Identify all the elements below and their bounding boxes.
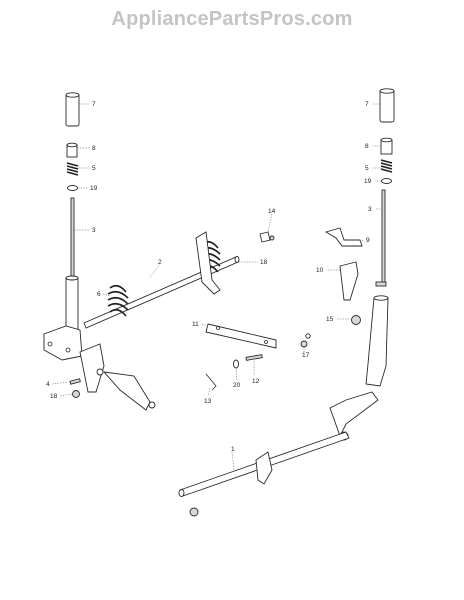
clip-13[interactable] [205, 373, 217, 391]
shaft-spring-6[interactable] [107, 284, 129, 317]
callout-8-right: 8 [365, 143, 369, 150]
callouts: 7 8 5 19 3 2 6 14 18 4 18 11 17 12 20 13… [46, 101, 372, 453]
left-bracket [43, 325, 83, 361]
callout-9: 9 [366, 237, 370, 244]
callout-5-left: 5 [92, 165, 96, 172]
left-bolt-4[interactable] [69, 378, 81, 385]
right-rod-end [375, 281, 387, 287]
lower-nut [189, 507, 199, 517]
callout-3-left: 3 [92, 227, 96, 234]
callout-6: 6 [97, 291, 101, 298]
nut-15[interactable] [351, 315, 361, 325]
left-nut-18[interactable] [72, 390, 80, 398]
callout-1: 1 [231, 446, 235, 453]
callout-8-left: 8 [92, 145, 96, 152]
left-linkage [79, 343, 156, 411]
callout-12: 12 [252, 378, 260, 385]
site-watermark: AppliancePartsPros.com [111, 8, 353, 30]
pin-12[interactable] [245, 354, 263, 361]
callout-20: 20 [233, 382, 241, 389]
right-lower-lever [329, 391, 379, 441]
left-spring-5[interactable] [66, 162, 79, 176]
right-washer-19[interactable] [381, 178, 392, 184]
right-bushing-8[interactable] [380, 137, 393, 155]
bolt-17[interactable] [300, 333, 311, 348]
main-shaft-2[interactable] [83, 256, 240, 329]
shaft-spring-upper [199, 240, 221, 273]
lower-shaft-1[interactable] [178, 431, 350, 497]
left-cap-7[interactable] [65, 92, 80, 127]
right-tube [365, 295, 389, 387]
lever-9[interactable] [324, 227, 363, 247]
callout-10: 10 [316, 267, 324, 274]
right-cap-7[interactable] [379, 88, 395, 123]
link-11[interactable] [205, 323, 277, 349]
callout-19-right: 19 [364, 178, 372, 185]
clip-14[interactable] [259, 231, 275, 243]
callout-18-lower: 18 [50, 393, 58, 400]
callout-18-upper: 18 [260, 259, 268, 266]
left-bushing-8[interactable] [66, 142, 78, 158]
right-rod-3[interactable] [381, 189, 386, 283]
washer-20[interactable] [233, 359, 239, 369]
callout-15: 15 [326, 316, 334, 323]
callout-4: 4 [46, 381, 50, 388]
callout-5-right: 5 [365, 165, 369, 172]
callout-11: 11 [192, 321, 199, 328]
left-washer-19[interactable] [67, 185, 78, 191]
callout-3-right: 3 [368, 206, 372, 213]
callout-2: 2 [158, 259, 162, 266]
bracket-10[interactable] [339, 261, 359, 301]
callout-17: 17 [302, 352, 310, 359]
callout-14: 14 [268, 208, 276, 215]
callout-19-left: 19 [90, 185, 98, 192]
left-rod-3[interactable] [70, 197, 75, 281]
shaft-lever [195, 231, 221, 295]
right-spring-5[interactable] [380, 159, 393, 173]
callout-7-left: 7 [92, 101, 96, 108]
callout-13: 13 [204, 398, 212, 405]
callout-7-right: 7 [365, 101, 369, 108]
leader-lines [51, 103, 383, 471]
